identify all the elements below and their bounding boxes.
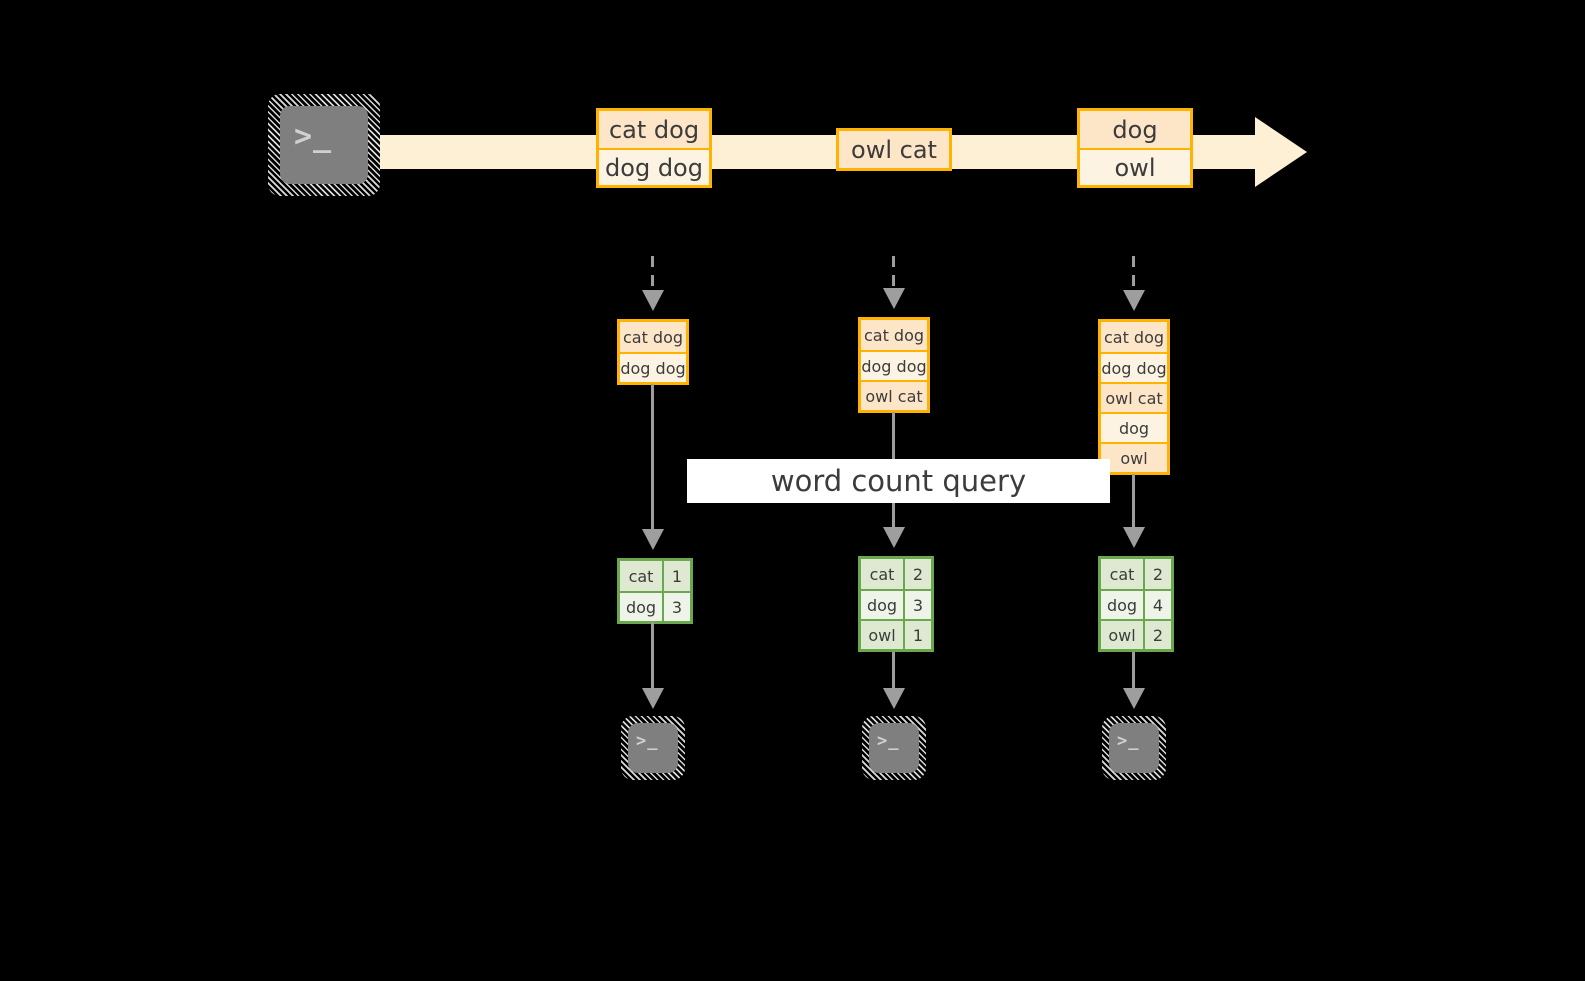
stream-record-cell: owl — [1080, 148, 1190, 185]
terminal-face — [280, 106, 368, 184]
result-row: dog 3 — [861, 589, 931, 619]
stream-record-group-3: dog owl — [1077, 108, 1193, 188]
stream-record-cell: owl cat — [839, 131, 949, 168]
snapshot-tap-arrow-head-3 — [1123, 290, 1145, 311]
result-word: owl — [1108, 625, 1136, 645]
sink-arrow-line-2 — [892, 652, 895, 692]
query-arrow-head-2 — [883, 527, 905, 548]
sink-arrow-line-1 — [651, 622, 654, 692]
snapshot-tap-dashed-line-1 — [651, 256, 654, 296]
result-count: 2 — [903, 559, 931, 589]
stream-record-cell: cat dog — [599, 111, 709, 148]
result-word: cat — [628, 566, 654, 586]
sink-arrow-head-2 — [883, 688, 905, 709]
result-word: dog — [1106, 595, 1138, 615]
snapshot-input-cell: dog dog — [861, 350, 927, 380]
result-count: 2 — [1143, 621, 1171, 649]
result-count: 4 — [1143, 591, 1171, 619]
terminal-face — [869, 723, 919, 773]
sink-arrow-head-1 — [642, 688, 664, 709]
snapshot-input-cell: owl cat — [1101, 382, 1167, 412]
query-arrow-line-1 — [651, 384, 654, 534]
snapshot-input-cell: dog dog — [620, 352, 686, 382]
terminal-prompt-glyph: >_ — [294, 119, 333, 154]
query-arrow-line-3 — [1132, 474, 1135, 532]
result-count: 1 — [903, 621, 931, 649]
result-row: cat 2 — [861, 559, 931, 589]
terminal-prompt-glyph: >_ — [1117, 731, 1140, 751]
sink-terminal-icon-2: >_ — [862, 716, 926, 780]
result-row: dog 4 — [1101, 589, 1171, 619]
result-row: owl 1 — [861, 619, 931, 649]
stream-arrow-head — [1255, 117, 1307, 187]
terminal-face — [1109, 723, 1159, 773]
snapshot-input-cell: owl cat — [861, 380, 927, 410]
snapshot-input-cell: cat dog — [861, 320, 927, 350]
terminal-face — [628, 723, 678, 773]
snapshot-input-cell: dog dog — [1101, 352, 1167, 382]
sink-terminal-icon-3: >_ — [1102, 716, 1166, 780]
snapshot-input-cell: cat dog — [1101, 322, 1167, 352]
snapshot-input-cell: dog — [1101, 412, 1167, 442]
stream-record-cell: dog — [1080, 111, 1190, 148]
snapshot-input-cell: owl — [1101, 442, 1167, 472]
snapshot-tap-dashed-line-3 — [1132, 256, 1135, 296]
result-row: dog 3 — [620, 591, 690, 621]
snapshot-input-cell: cat dog — [620, 322, 686, 352]
result-count: 2 — [1143, 559, 1171, 589]
terminal-prompt-glyph: >_ — [636, 731, 659, 751]
result-count: 1 — [662, 561, 690, 591]
result-table-3: cat 2 dog 4 owl 2 — [1098, 556, 1174, 652]
result-row: owl 2 — [1101, 619, 1171, 649]
result-count: 3 — [903, 591, 931, 619]
query-arrow-head-1 — [642, 529, 664, 550]
result-word: cat — [1109, 564, 1135, 584]
snapshot-tap-dashed-line-2 — [892, 256, 895, 294]
snapshot-input-box-2: cat dog dog dog owl cat — [858, 317, 930, 413]
snapshot-input-box-3: cat dog dog dog owl cat dog owl — [1098, 319, 1170, 475]
terminal-prompt-glyph: >_ — [877, 731, 900, 751]
snapshot-input-box-1: cat dog dog dog — [617, 319, 689, 385]
sink-arrow-head-3 — [1123, 688, 1145, 709]
result-word: dog — [625, 597, 657, 617]
result-table-1: cat 1 dog 3 — [617, 558, 693, 624]
result-row: cat 1 — [620, 561, 690, 591]
sink-arrow-line-3 — [1132, 652, 1135, 692]
result-row: cat 2 — [1101, 559, 1171, 589]
query-label: word count query — [687, 459, 1110, 503]
sink-terminal-icon-1: >_ — [621, 716, 685, 780]
result-table-2: cat 2 dog 3 owl 1 — [858, 556, 934, 652]
query-arrow-head-3 — [1123, 527, 1145, 548]
result-word: owl — [868, 625, 896, 645]
snapshot-tap-arrow-head-1 — [642, 290, 664, 311]
source-terminal-icon: >_ — [268, 94, 380, 196]
result-count: 3 — [662, 593, 690, 621]
snapshot-tap-arrow-head-2 — [883, 288, 905, 309]
result-word: cat — [869, 564, 895, 584]
result-word: dog — [866, 595, 898, 615]
stream-record-group-1: cat dog dog dog — [596, 108, 712, 188]
stream-record-cell: dog dog — [599, 148, 709, 185]
stream-record-group-2: owl cat — [836, 128, 952, 171]
